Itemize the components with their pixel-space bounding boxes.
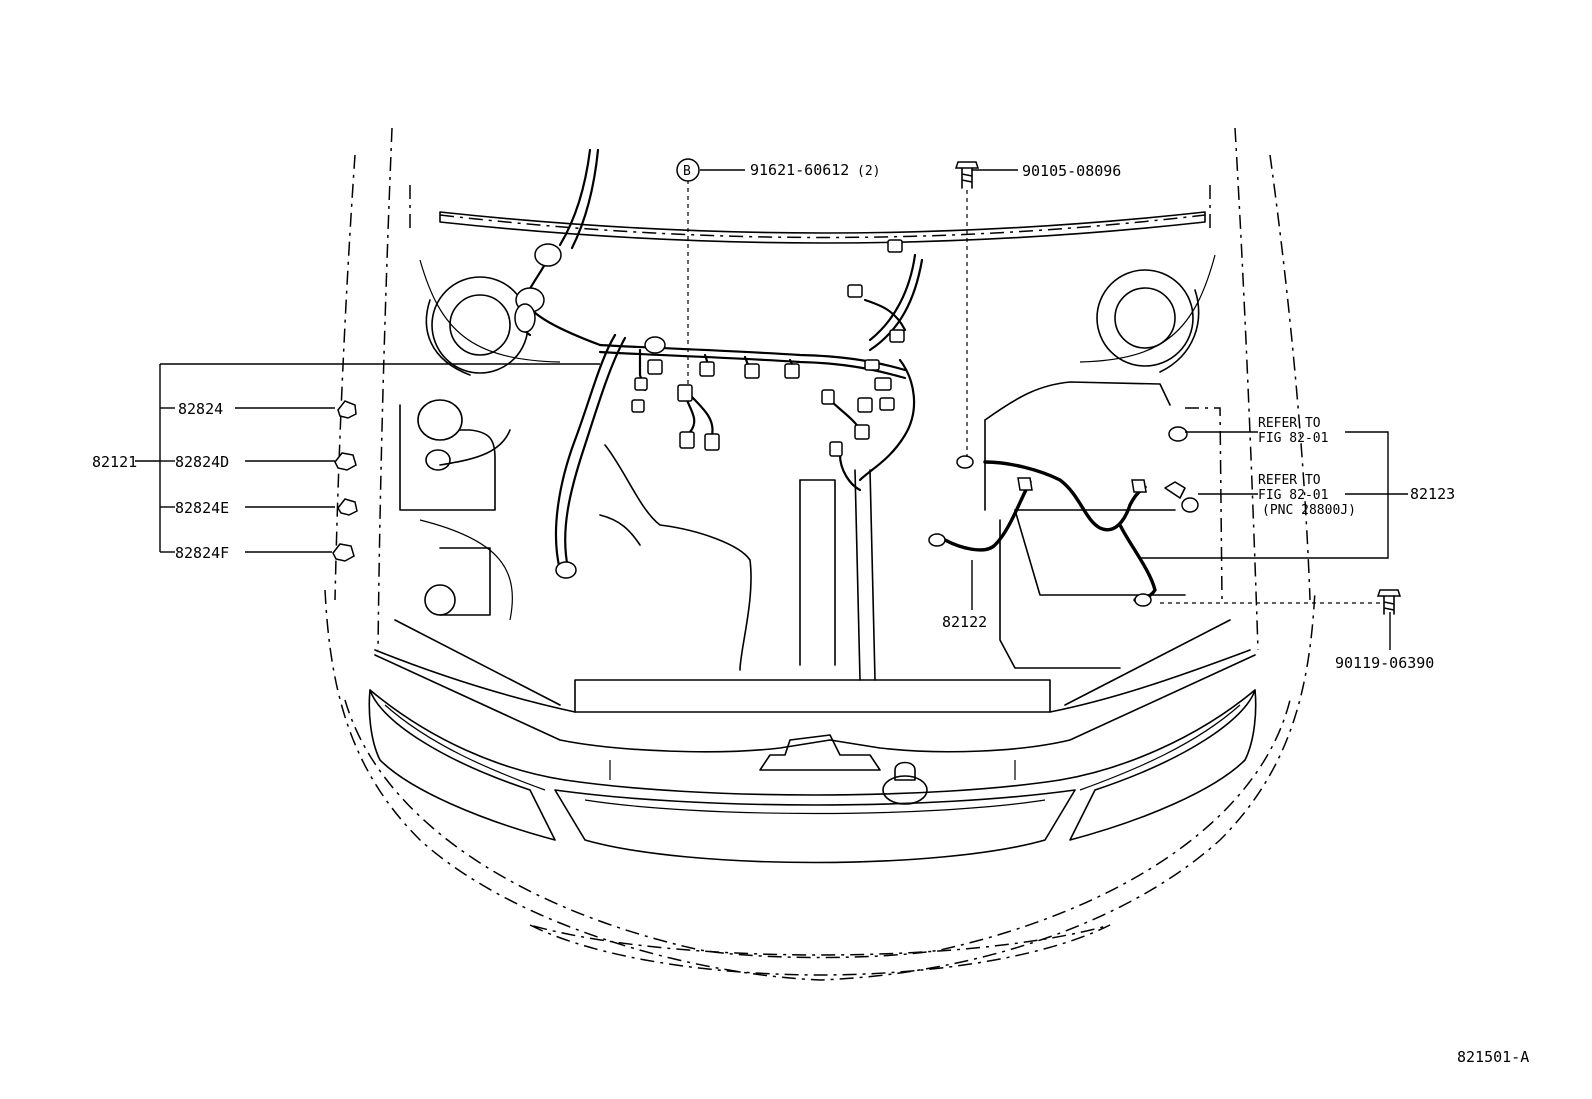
label-82824: 82824: [178, 400, 223, 418]
label-82121: 82121: [92, 453, 137, 471]
clamp-82824e-icon: [337, 498, 358, 516]
label-82122: 82122: [942, 613, 987, 631]
label-refer-1-line2: FIG 82-01: [1258, 431, 1328, 446]
label-bolt-b-qty: (2): [857, 164, 880, 179]
label-refer-1-line1: REFER TO: [1258, 416, 1321, 431]
label-90119-06390: 90119-06390: [1335, 654, 1434, 672]
label-refer-2-line1: REFER TO: [1258, 473, 1321, 488]
reservoir-left: [399, 399, 511, 511]
label-82824f: 82824F: [175, 544, 229, 562]
clamp-82824d-icon: [334, 452, 357, 471]
label-refer-2-line3: (PNC 28800J): [1262, 503, 1356, 518]
bolt-right-icon: [1376, 589, 1402, 615]
clamp-82824f-icon: [332, 543, 355, 562]
engine-wire-harness: [514, 148, 924, 579]
bolt-top-icon: [954, 161, 980, 189]
front-grille: [554, 734, 1076, 864]
label-refer-2-line2: FIG 82-01: [1258, 488, 1328, 503]
left-headlight: [368, 689, 556, 841]
clamp-icons: [332, 400, 358, 562]
callout-labels: 82121 82824 82824D 82824E 82824F B 91621…: [92, 161, 1529, 1066]
label-bolt-b-marker: B: [683, 164, 691, 179]
figure-id: 821501-A: [1457, 1048, 1529, 1066]
clamp-82824-icon: [337, 400, 357, 419]
left-strut-tower: [425, 276, 529, 376]
label-82824d: 82824D: [175, 453, 229, 471]
battery-cable: [928, 426, 1199, 607]
label-90105-08096: 90105-08096: [1022, 162, 1121, 180]
bolt-icons: [676, 158, 1402, 615]
right-strut-tower: [1096, 269, 1200, 373]
leader-lines: [135, 169, 1408, 650]
label-82123: 82123: [1410, 485, 1455, 503]
component-lower-left: [419, 519, 513, 621]
radiator-support: [369, 619, 1256, 796]
label-91621-60612: 91621-60612: [750, 161, 849, 179]
vehicle-body-outline: [324, 127, 1316, 981]
right-headlight: [1069, 689, 1257, 841]
firewall-cowl: [419, 211, 1216, 363]
battery-tray: [984, 381, 1223, 669]
engine-block: [599, 444, 876, 681]
label-82824e: 82824E: [175, 499, 229, 517]
bolt-b-marker-icon: [676, 158, 700, 182]
